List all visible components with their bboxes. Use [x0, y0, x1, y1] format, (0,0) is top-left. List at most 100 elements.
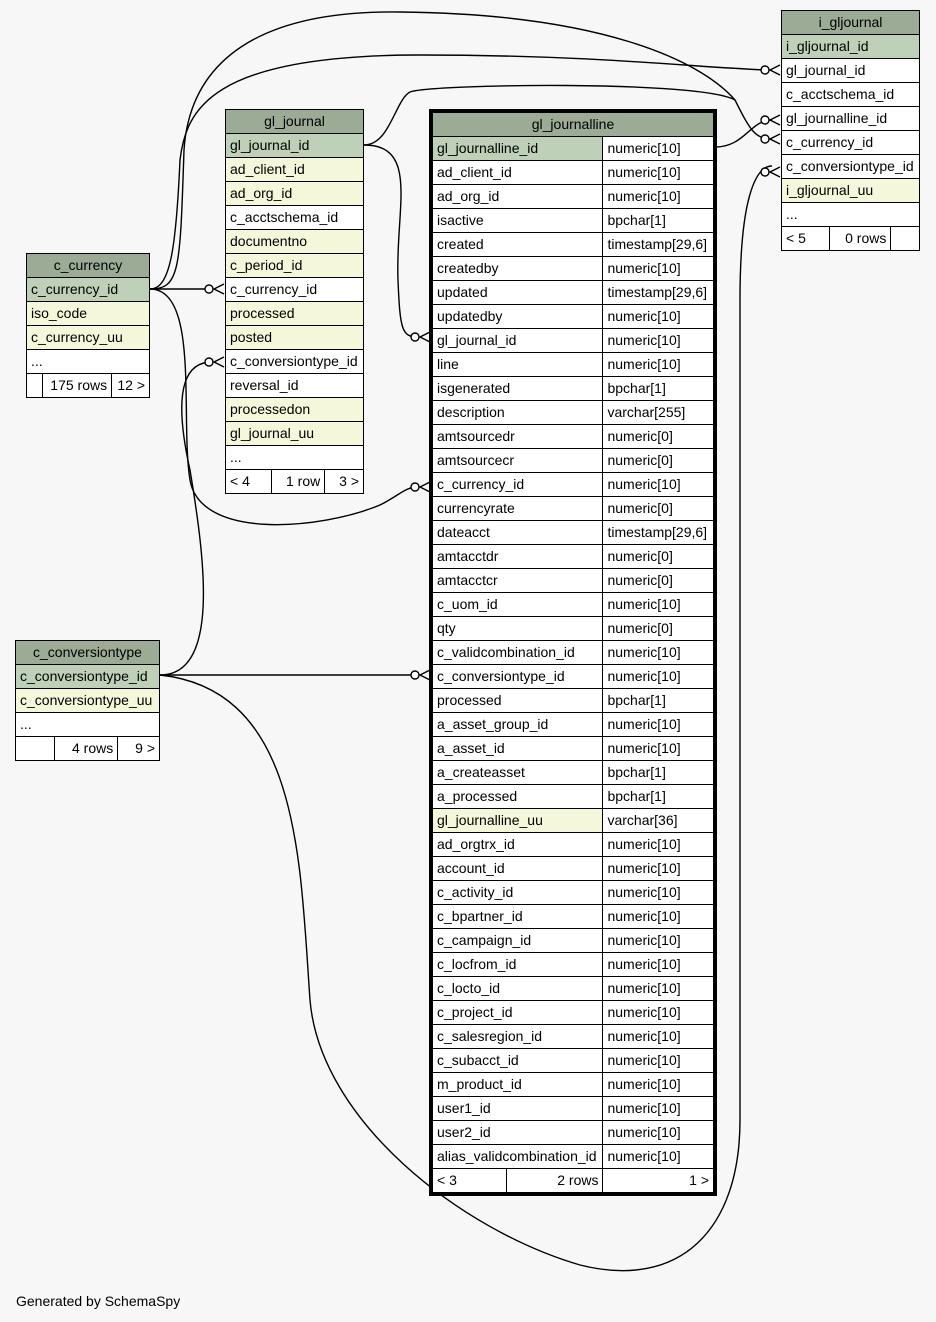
column-name[interactable]: c_conversiontype_id: [225, 349, 364, 374]
column-name[interactable]: ad_client_id: [431, 160, 604, 185]
table-row[interactable]: iso_code: [26, 301, 150, 326]
column-name[interactable]: isgenerated: [431, 376, 604, 401]
parents-count[interactable]: < 3: [432, 1168, 507, 1193]
table-row[interactable]: c_currency_id: [781, 130, 920, 155]
table-row[interactable]: ad_org_id: [225, 181, 364, 206]
column-name[interactable]: processed: [225, 301, 364, 326]
column-name[interactable]: documentno: [225, 229, 364, 254]
column-name[interactable]: gl_journalline_id: [431, 136, 604, 161]
table-row[interactable]: documentno: [225, 229, 364, 254]
column-name[interactable]: m_product_id: [431, 1072, 604, 1097]
table-row[interactable]: c_conversiontype_id: [15, 664, 160, 689]
table-row[interactable]: gl_journal_uu: [225, 421, 364, 446]
column-name[interactable]: amtsourcedr: [431, 424, 604, 449]
column-name[interactable]: iso_code: [26, 301, 150, 326]
column-name[interactable]: user1_id: [431, 1096, 604, 1121]
column-name[interactable]: c_campaign_id: [431, 928, 604, 953]
table-row[interactable]: ad_client_id: [225, 157, 364, 182]
column-name[interactable]: c_salesregion_id: [431, 1024, 604, 1049]
column-name[interactable]: account_id: [431, 856, 604, 881]
column-name[interactable]: c_project_id: [431, 1000, 604, 1025]
column-name[interactable]: c_acctschema_id: [225, 205, 364, 230]
column-name[interactable]: c_uom_id: [431, 592, 604, 617]
column-name[interactable]: i_gljournal_uu: [781, 178, 920, 203]
column-name[interactable]: c_subacct_id: [431, 1048, 604, 1073]
table-row[interactable]: processed: [225, 301, 364, 326]
column-name[interactable]: gl_journal_id: [781, 58, 920, 83]
column-name[interactable]: createdby: [431, 256, 604, 281]
column-name[interactable]: qty: [431, 616, 604, 641]
column-name[interactable]: line: [431, 352, 604, 377]
column-name[interactable]: ad_org_id: [431, 184, 604, 209]
column-name[interactable]: alias_validcombination_id: [431, 1144, 604, 1169]
table-row[interactable]: i_gljournal_uu: [781, 178, 920, 203]
children-count[interactable]: [890, 226, 920, 251]
table-row[interactable]: c_currency_id: [26, 277, 150, 302]
parents-count[interactable]: [25, 373, 44, 398]
column-name[interactable]: user2_id: [431, 1120, 604, 1145]
column-name[interactable]: gl_journalline_id: [781, 106, 920, 131]
children-count[interactable]: 1 >: [602, 1168, 714, 1193]
column-name[interactable]: amtacctdr: [431, 544, 604, 569]
column-name[interactable]: a_asset_group_id: [431, 712, 604, 737]
table-row[interactable]: c_conversiontype_uu: [15, 688, 160, 713]
children-count[interactable]: 9 >: [117, 736, 160, 761]
column-name[interactable]: created: [431, 232, 604, 257]
column-name[interactable]: c_locfrom_id: [431, 952, 604, 977]
column-name[interactable]: amtacctcr: [431, 568, 604, 593]
column-name[interactable]: c_validcombination_id: [431, 640, 604, 665]
table-row[interactable]: gl_journalline_id: [781, 106, 920, 131]
column-name[interactable]: processedon: [225, 397, 364, 422]
column-name[interactable]: gl_journal_uu: [225, 421, 364, 446]
children-count[interactable]: 12 >: [111, 373, 150, 398]
column-name[interactable]: amtsourcecr: [431, 448, 604, 473]
table-row[interactable]: c_currency_uu: [26, 325, 150, 350]
children-count[interactable]: 3 >: [324, 469, 364, 494]
column-name[interactable]: c_currency_id: [781, 130, 920, 155]
column-name[interactable]: updated: [431, 280, 604, 305]
column-name[interactable]: c_conversiontype_id: [15, 664, 160, 689]
parents-count[interactable]: < 5: [781, 226, 830, 251]
column-name[interactable]: ad_org_id: [225, 181, 364, 206]
column-name[interactable]: processed: [431, 688, 604, 713]
column-name[interactable]: c_conversiontype_id: [781, 154, 920, 179]
table-row[interactable]: c_acctschema_id: [781, 82, 920, 107]
table-row[interactable]: c_conversiontype_id: [225, 349, 364, 374]
column-name[interactable]: c_conversiontype_id: [431, 664, 604, 689]
table-row[interactable]: c_currency_id: [225, 277, 364, 302]
column-name[interactable]: reversal_id: [225, 373, 364, 398]
table-row[interactable]: c_acctschema_id: [225, 205, 364, 230]
column-name[interactable]: gl_journal_id: [225, 133, 364, 158]
